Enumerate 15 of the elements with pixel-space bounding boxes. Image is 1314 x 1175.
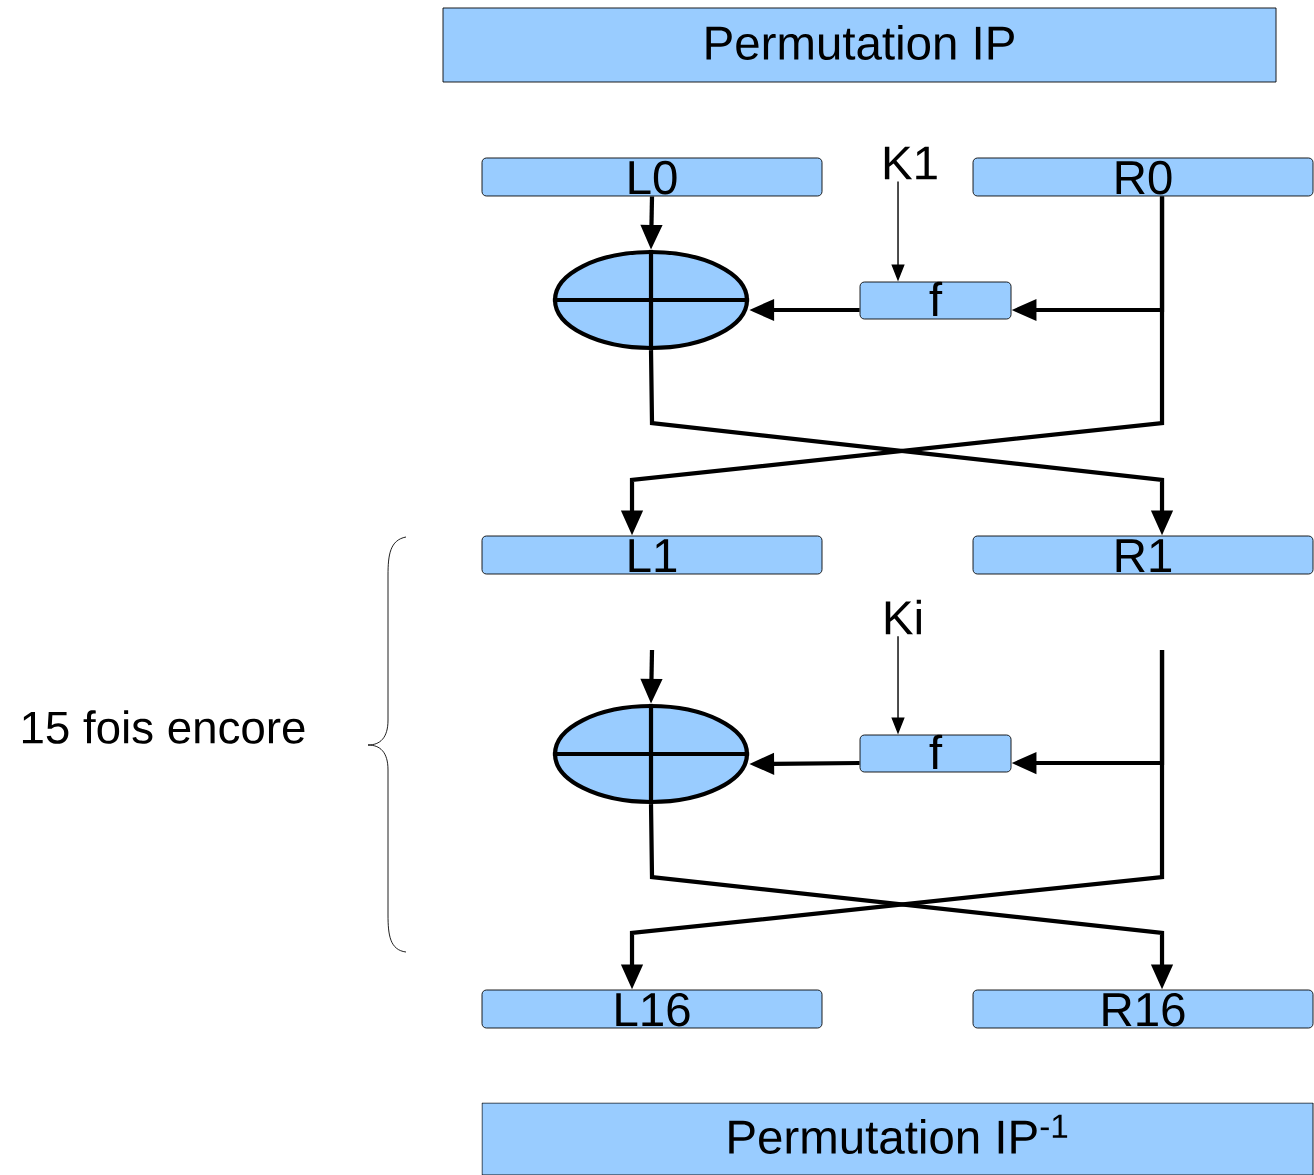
key-label: K1: [884, 146, 937, 180]
register-box: L1: [481, 535, 823, 575]
register-box: L16: [481, 989, 823, 1029]
xor-symbol: [552, 249, 750, 351]
register-box: R1: [972, 535, 1314, 575]
permutation-box: Permutation IP$^{-1}$: [481, 1102, 1314, 1175]
xor-symbol: [552, 703, 750, 805]
key-label: Ki: [885, 599, 921, 635]
register-box: R16: [972, 989, 1314, 1029]
permutation-box: Permutation IP: [442, 7, 1277, 83]
register-box: R0: [972, 157, 1314, 197]
function-box: f: [859, 281, 1012, 320]
function-box: f: [859, 734, 1012, 773]
repeat-note: 15 fois encore: [22, 710, 305, 744]
register-box: L0: [481, 157, 823, 197]
